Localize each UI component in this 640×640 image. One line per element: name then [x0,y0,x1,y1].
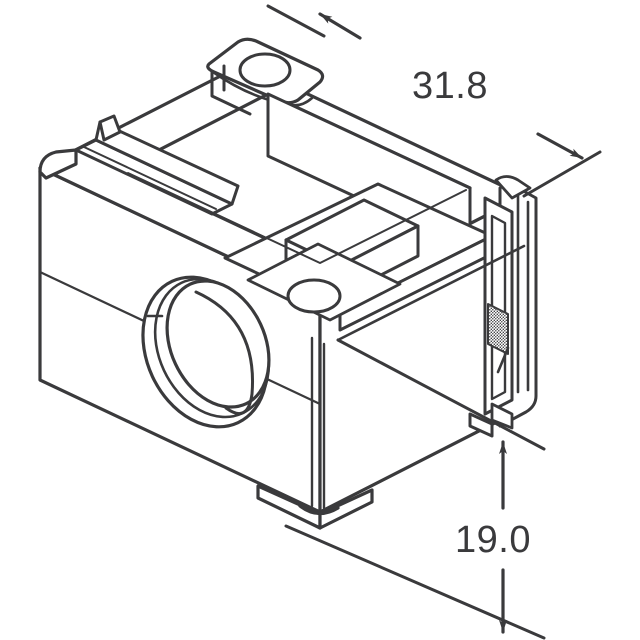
inner-mounting-hole [286,278,342,314]
width-dim-arrow-left [318,12,362,40]
height-leader-line-bottom [284,524,546,640]
cavity-rim-bevel [127,172,467,264]
side-latch-arm [483,175,538,430]
height-dimension: 19.0 [284,338,546,640]
front-aperture [141,275,271,429]
aperture-inner-arc [194,290,255,416]
height-dimension-label: 19.0 [455,519,531,561]
rail-inner-edge [83,146,217,210]
bottom-corner-round [298,504,340,516]
aperture-bore [165,279,271,409]
rail-end-cap [98,114,122,142]
width-extension-line-right [522,150,602,198]
knurled-grip [487,303,509,355]
grip-chamfer [496,346,510,374]
latch-top-cap [494,175,532,200]
width-extension-line-top [266,4,326,38]
flange-rib [210,70,252,116]
left-top-corner-round [38,148,78,180]
bottom-foot-right [318,488,374,530]
latch-bottom-hook [490,402,514,430]
latch-mount-tab [468,412,494,438]
width-dimension-label: 31.8 [412,65,488,107]
top-rail-channel [74,114,240,216]
height-leader-line-top [336,338,546,451]
right-face-guide [336,244,526,342]
body-edge-details [38,148,526,530]
width-dimension: 31.8 [266,4,602,198]
rail-upper-web [94,120,240,206]
flange-hole [238,52,292,88]
width-dim-arrow-right [536,132,584,160]
interior-assembly [127,92,494,332]
